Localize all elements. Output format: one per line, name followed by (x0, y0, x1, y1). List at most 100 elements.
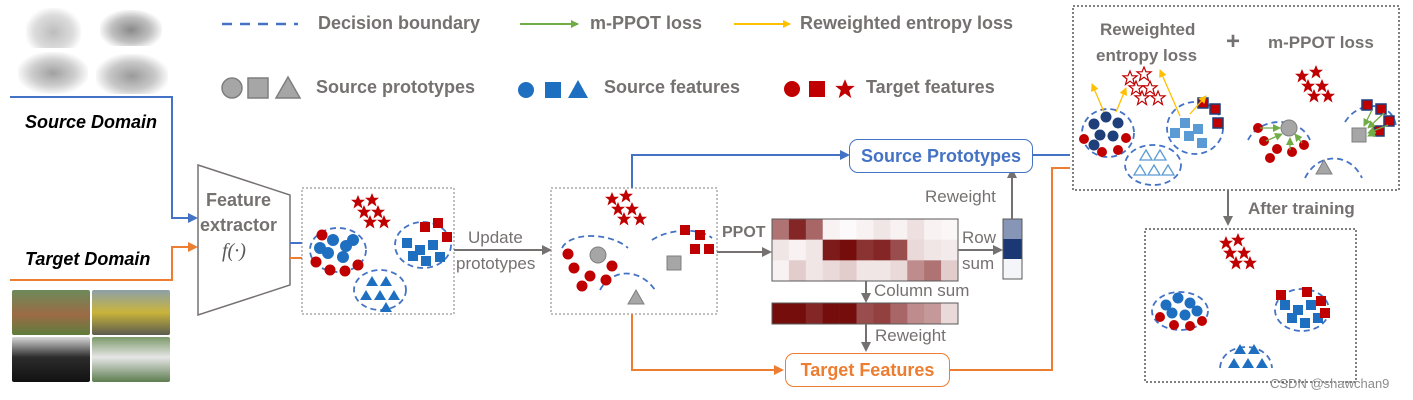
target-thumb-truck (92, 337, 170, 382)
matrix-cell (941, 239, 959, 261)
feature-space-panel (301, 187, 455, 315)
matrix-cell (856, 219, 874, 240)
matrix-cell (788, 239, 807, 261)
matrix-cell (772, 219, 790, 240)
column-sum-cell (924, 303, 942, 324)
to-target-features-line (631, 314, 784, 375)
row-sum-cell (1003, 239, 1022, 259)
source-domain-line (10, 96, 198, 223)
source-domain-images (12, 6, 172, 96)
target-domain-images (12, 290, 172, 382)
column-sum-cell (805, 303, 824, 324)
matrix-cell (941, 260, 959, 282)
matrix-cell (924, 239, 942, 261)
matrix-cell (805, 219, 824, 240)
matrix-cell (873, 219, 891, 240)
matrix-cell (822, 219, 840, 240)
feature-extractor-label-line1: Feature (206, 190, 272, 210)
matrix-cell (890, 239, 908, 261)
target-thumb-shoes (12, 337, 90, 382)
row-sum-cell (1003, 259, 1022, 279)
source-thumb-horse (18, 52, 88, 94)
legend-mppot-label: m-PPOT loss (590, 13, 703, 33)
matrix-cell (788, 260, 807, 282)
matrix-cell (772, 260, 790, 282)
column-sum-cell (822, 303, 840, 324)
matrix-cell (772, 239, 790, 261)
matrix-cell (924, 219, 942, 240)
matrix-cell (890, 260, 908, 282)
loss-plus-sign: + (1226, 28, 1241, 55)
panel2-marks (561, 189, 714, 305)
matrix-cell (788, 219, 807, 240)
matrix-cell (907, 239, 925, 261)
matrix-cell (890, 219, 908, 240)
loss-mppot-label: m-PPOT loss (1268, 33, 1374, 52)
legend-source-features-label: Source features (604, 77, 741, 97)
legend-source-prototypes-label: Source prototypes (316, 77, 476, 97)
matrix-cell (856, 239, 874, 261)
feature-extractor-function: f(·) (222, 240, 246, 262)
loss-panel-marks (1079, 65, 1397, 186)
legend-source-features-icons (518, 80, 588, 98)
legend-target-features-label: Target features (866, 77, 995, 97)
column-sum-cell (890, 303, 908, 324)
loss-reweighted-line2: entropy loss (1096, 46, 1198, 65)
matrix-cell (839, 260, 857, 282)
source-prototypes-box: Source Prototypes (849, 139, 1033, 173)
reweight-top-label: Reweight (925, 187, 996, 206)
after-training-label: After training (1248, 199, 1355, 218)
matrix-cell (805, 239, 824, 261)
legend-decision-boundary-label: Decision boundary (318, 13, 481, 33)
column-sum-bar (772, 303, 959, 324)
loss-panel (1072, 5, 1400, 191)
to-source-prototypes-line (631, 150, 850, 188)
target-thumb-horse (12, 290, 90, 335)
column-sum-cell (788, 303, 807, 324)
matrix-cell (839, 239, 857, 261)
matrix-cell (822, 239, 840, 261)
target-features-box: Target Features (785, 353, 950, 387)
source-domain-label: Source Domain (25, 112, 158, 132)
feature-extractor-shape (197, 163, 291, 317)
column-sum-label: Column sum (874, 281, 970, 300)
ppot-matrix (772, 219, 959, 282)
matrix-cell (822, 260, 840, 282)
ppot-label: PPOT (722, 224, 766, 241)
row-sum-cell (1003, 219, 1022, 239)
matrix-cell (839, 219, 857, 240)
source-thumb-motorbike (100, 10, 162, 46)
matrix-cell (856, 260, 874, 282)
matrix-cell (805, 260, 824, 282)
source-thumb-plant (26, 8, 81, 48)
column-sum-cell (873, 303, 891, 324)
row-sum-label-line2: sum (962, 254, 995, 273)
column-sum-cell (839, 303, 857, 324)
row-sum-bar (1003, 219, 1022, 279)
matrix-cell (873, 260, 891, 282)
target-domain-line (10, 242, 198, 281)
row-sum-label-line1: Row (962, 228, 997, 247)
column-sum-cell (856, 303, 874, 324)
matrix-cell (873, 239, 891, 261)
target-thumb-car (92, 290, 170, 335)
column-sum-cell (772, 303, 790, 324)
column-sum-cell (907, 303, 925, 324)
matrix-cell (907, 260, 925, 282)
update-label-line1: Update (468, 228, 523, 247)
after-training-marks (1151, 233, 1330, 369)
matrix-cell (924, 260, 942, 282)
loss-reweighted-line1: Reweighted (1100, 20, 1196, 39)
legend-source-prototypes-icons (221, 75, 302, 99)
target-features-to-loss-line (950, 167, 1070, 371)
matrix-cell (907, 219, 925, 240)
feature-extractor-label-line2: extractor (200, 215, 278, 235)
source-thumb-car (96, 54, 168, 94)
target-domain-label: Target Domain (25, 249, 151, 269)
panel1-marks (309, 193, 452, 312)
legend-target-features-icons (784, 79, 855, 99)
matrix-cell (941, 219, 959, 240)
update-label-line2: prototypes (456, 254, 536, 273)
